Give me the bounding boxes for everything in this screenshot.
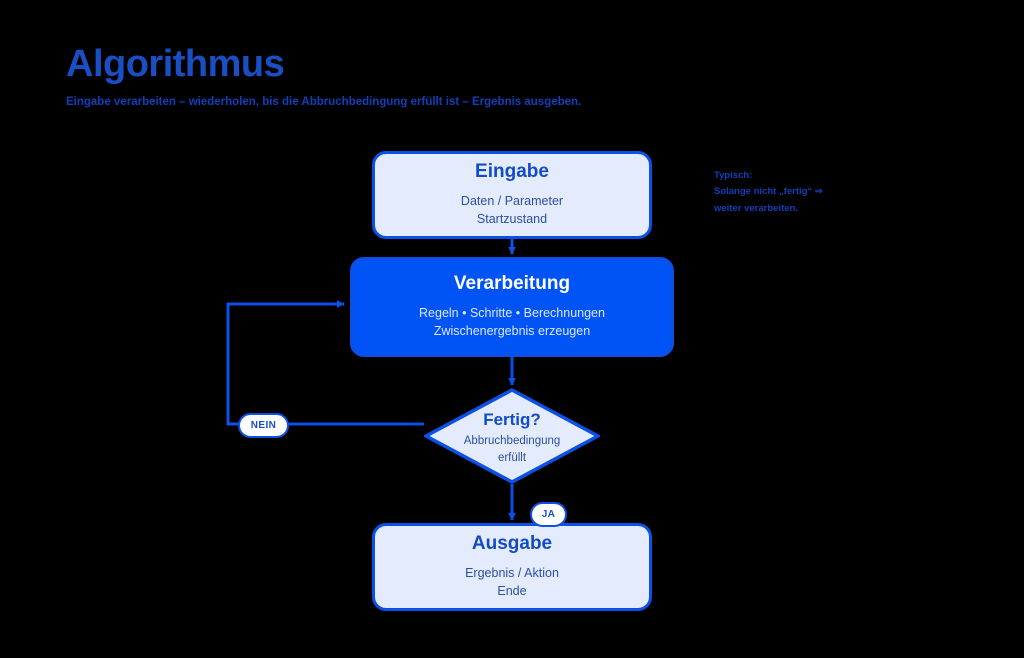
node-subtitle-line2: Startzustand xyxy=(476,211,548,226)
node-subtitle-line1: Regeln • Schritte • Berechnungen xyxy=(419,306,605,321)
page-title: Algorithmus xyxy=(66,43,285,85)
node-title: Fertig? xyxy=(483,409,541,429)
side-note: Typisch: Solange nicht „fertig“ ⇒ weiter… xyxy=(714,168,904,217)
node-subtitle: Daten / Parameter Startzustand xyxy=(461,193,563,229)
flow-node-verarbeitung[interactable]: Verarbeitung Regeln • Schritte • Berechn… xyxy=(350,257,674,357)
diamond-text: Fertig? Abbruchbedingung erfüllt xyxy=(424,388,600,484)
node-subtitle-line1: Abbruchbedingung xyxy=(463,435,561,448)
flow-node-ausgabe[interactable]: Ausgabe Ergebnis / Aktion Ende xyxy=(372,523,652,611)
flow-node-fertig[interactable]: Fertig? Abbruchbedingung erfüllt xyxy=(424,388,600,484)
node-title: Ausgabe xyxy=(471,533,553,555)
node-subtitle: Ergebnis / Aktion Ende xyxy=(465,565,559,601)
flow-node-eingabe[interactable]: Eingabe Daten / Parameter Startzustand xyxy=(372,151,652,239)
node-subtitle-line1: Daten / Parameter xyxy=(460,194,564,209)
side-note-line1: Typisch: xyxy=(714,170,753,181)
edge-label-ja: JA xyxy=(530,502,567,527)
node-title: Eingabe xyxy=(475,161,549,183)
side-note-line2: Solange nicht „fertig“ ⇒ xyxy=(714,186,823,198)
side-note-line3: weiter verarbeiten. xyxy=(714,202,798,214)
node-subtitle-line2: Ende xyxy=(497,583,527,598)
node-title: Verarbeitung xyxy=(453,273,571,295)
page-subtitle: Eingabe verarbeiten – wiederholen, bis d… xyxy=(66,96,582,108)
node-subtitle-line1: Ergebnis / Aktion xyxy=(465,566,559,581)
node-subtitle-line2: erfüllt xyxy=(497,451,527,464)
node-subtitle: Abbruchbedingung erfüllt xyxy=(464,433,561,466)
node-subtitle: Regeln • Schritte • Berechnungen Zwische… xyxy=(419,305,605,341)
edge-label-nein: NEIN xyxy=(238,413,289,438)
node-subtitle-line2: Zwischenergebnis erzeugen xyxy=(433,323,591,338)
diamond-shape xyxy=(424,388,600,484)
